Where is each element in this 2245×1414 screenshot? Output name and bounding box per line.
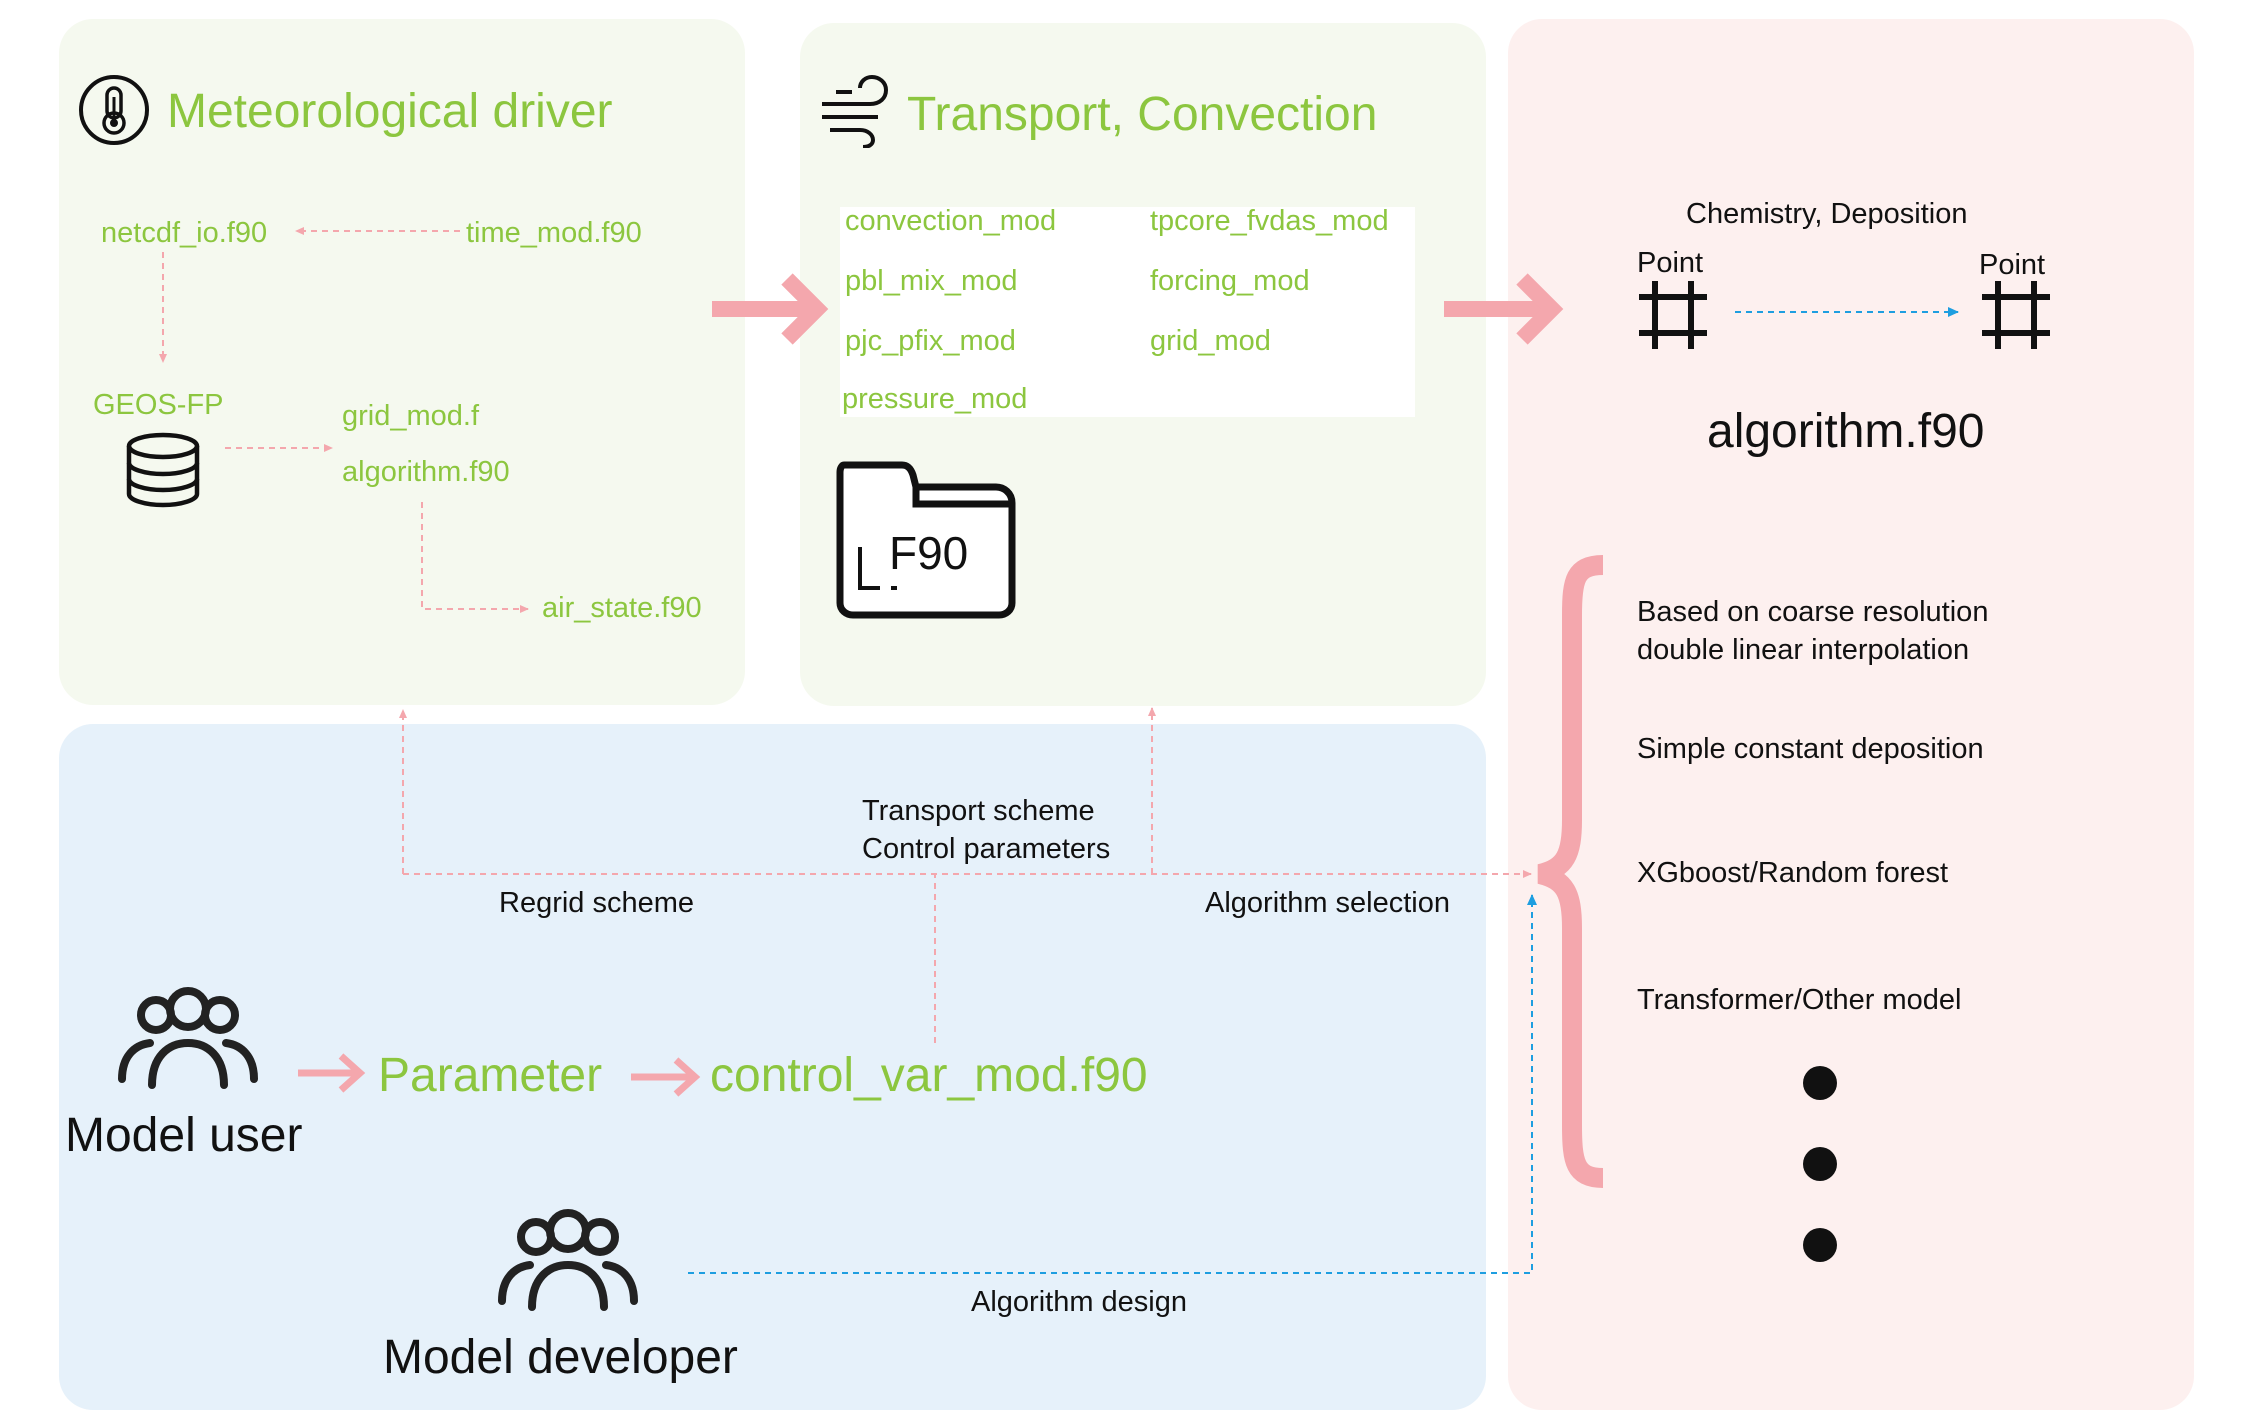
- model-developer-label: Model developer: [383, 1331, 738, 1384]
- air-state-module: air_state.f90: [542, 592, 702, 624]
- users-icon: [118, 987, 258, 1089]
- algorithm-selection-label: Algorithm selection: [1205, 887, 1450, 919]
- arrow-user-to-parameter: [298, 1053, 366, 1093]
- geos-fp-label: GEOS-FP: [93, 389, 224, 421]
- module-pbl-mix: pbl_mix_mod: [845, 265, 1018, 297]
- met-driver-title: Meteorological driver: [167, 85, 613, 138]
- parameter-label: Parameter: [378, 1049, 603, 1102]
- grid-mod-module: grid_mod.f: [342, 400, 480, 432]
- regrid-scheme-label: Regrid scheme: [499, 887, 695, 919]
- module-forcing: forcing_mod: [1150, 265, 1310, 297]
- f90-file-icon: [836, 461, 1016, 619]
- option-interpolation: Based on coarse resolution double linear…: [1637, 593, 1988, 669]
- option-interpolation-line2: double linear interpolation: [1637, 634, 1970, 666]
- grid-cell-icon: [1639, 281, 1707, 349]
- arrow-transport-to-chem: [1444, 273, 1564, 345]
- database-icon: [126, 432, 200, 508]
- option-interpolation-line1: Based on coarse resolution: [1637, 596, 1989, 628]
- module-pressure: pressure_mod: [842, 383, 1028, 415]
- arrow-algorithm-to-air: [421, 502, 529, 613]
- point-label-left: Point: [1637, 247, 1704, 279]
- ellipsis-dot: [1803, 1228, 1837, 1262]
- control-parameters-label: Control parameters: [862, 833, 1111, 865]
- user-panel: [59, 724, 1486, 1410]
- module-convection: convection_mod: [845, 205, 1057, 237]
- chem-algorithm-file: algorithm.f90: [1707, 405, 1985, 458]
- transport-title: Transport, Convection: [907, 88, 1378, 141]
- options-brace: [1537, 555, 1604, 1188]
- arrow-met-to-transport: [712, 273, 829, 345]
- module-list-box: [840, 207, 1415, 417]
- chemistry-title: Chemistry, Deposition: [1686, 198, 1968, 230]
- arrow-parameter-to-control: [631, 1057, 701, 1097]
- wind-icon: [822, 74, 889, 148]
- model-user-label: Model user: [65, 1109, 303, 1162]
- met-driver-panel: [59, 19, 745, 705]
- chemistry-panel: [1508, 19, 2194, 1410]
- algorithm-design-label: Algorithm design: [971, 1286, 1187, 1318]
- control-var-module: control_var_mod.f90: [710, 1049, 1148, 1102]
- transport-scheme-label: Transport scheme: [862, 795, 1095, 827]
- ellipsis-dot: [1803, 1066, 1837, 1100]
- ellipsis-dot: [1803, 1147, 1837, 1181]
- option-xgboost: XGboost/Random forest: [1637, 857, 1949, 889]
- module-grid: grid_mod: [1150, 325, 1271, 357]
- option-constant-deposition: Simple constant deposition: [1637, 733, 1984, 765]
- thermometer-icon: [79, 75, 149, 145]
- module-pjc-pfix: pjc_pfix_mod: [845, 325, 1016, 357]
- grid-cell-icon: [1982, 281, 2050, 349]
- module-tpcore: tpcore_fvdas_mod: [1150, 205, 1389, 237]
- point-label-right: Point: [1979, 249, 2046, 281]
- f90-file-label: F90: [889, 527, 969, 579]
- time-mod-module: time_mod.f90: [466, 217, 642, 249]
- algorithm-module: algorithm.f90: [342, 456, 510, 488]
- users-icon: [498, 1209, 638, 1311]
- option-transformer: Transformer/Other model: [1637, 984, 1962, 1016]
- netcdf-io-module: netcdf_io.f90: [101, 217, 268, 249]
